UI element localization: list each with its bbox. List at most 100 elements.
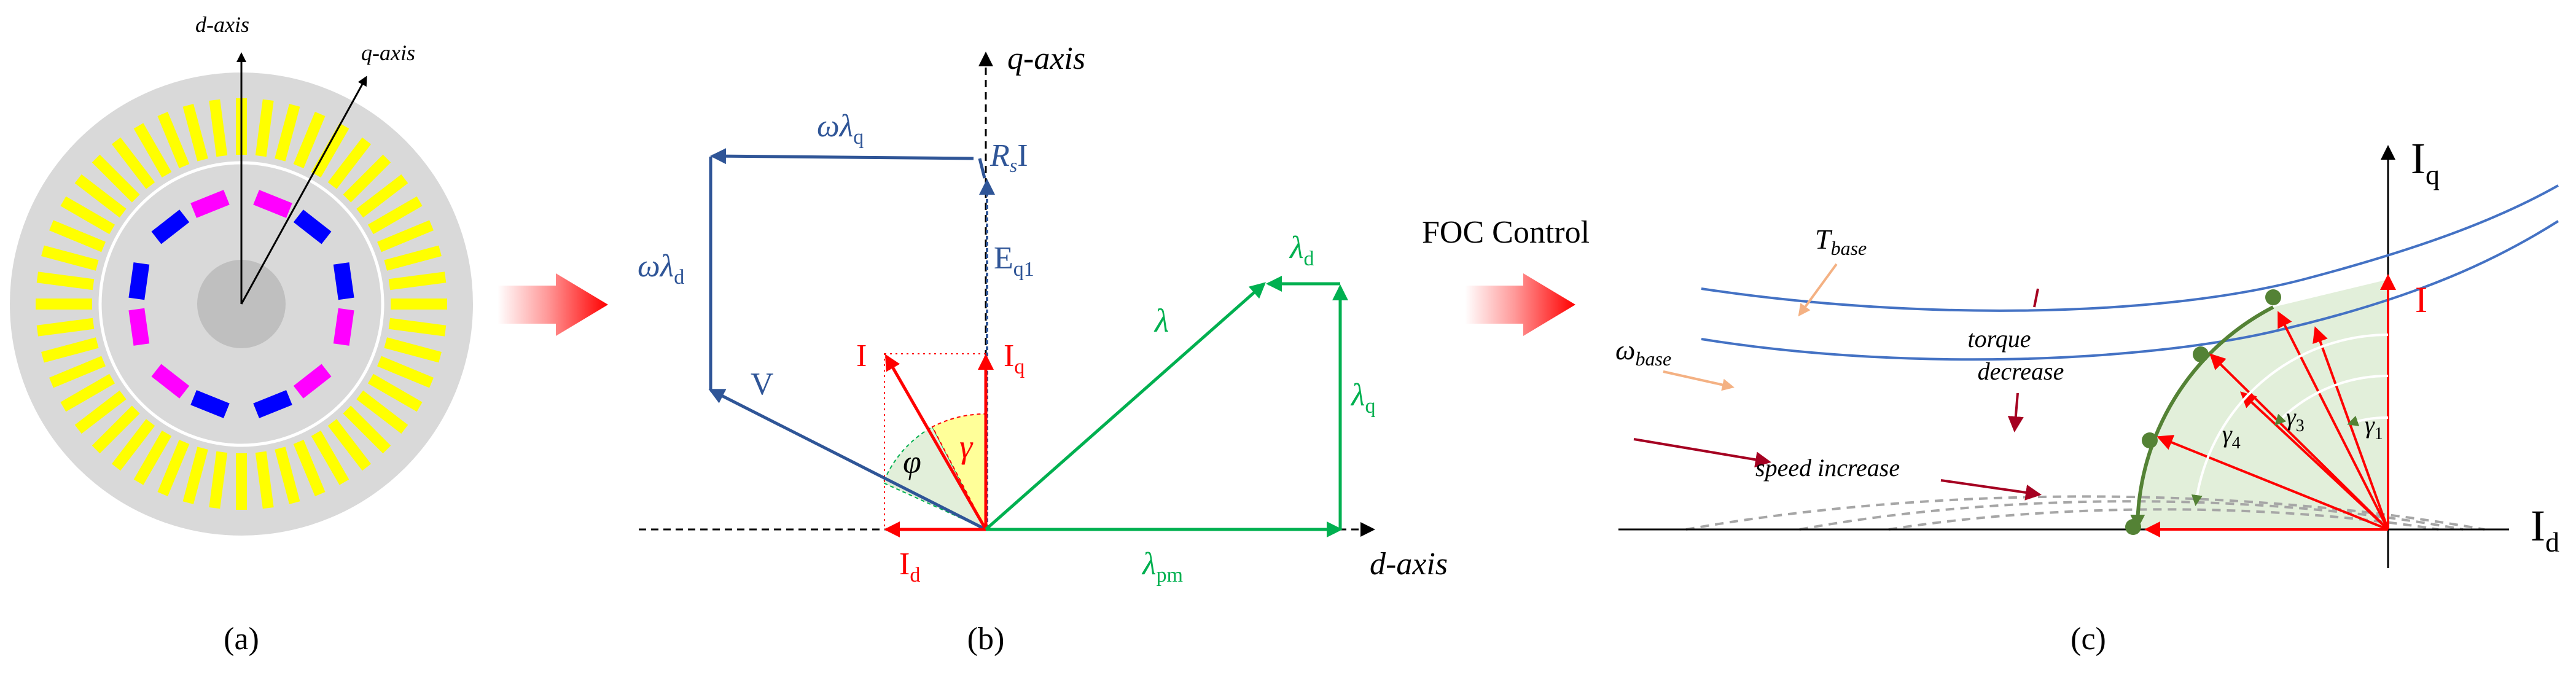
stator-slot	[384, 245, 442, 271]
stator-slot	[377, 220, 434, 252]
lambda-pm-label: λpm	[1141, 547, 1183, 587]
stator-slot	[275, 447, 300, 504]
rotor-magnet	[128, 308, 150, 346]
rotor-magnet	[253, 390, 292, 418]
torque-decrease-line1: torque	[1968, 325, 2031, 353]
gamma-1-label: γ1	[2365, 411, 2383, 443]
speed-increase-pointer-2	[1940, 479, 2042, 501]
stator-slot	[343, 154, 391, 203]
stator-slot	[388, 318, 447, 337]
stator-slot	[111, 137, 155, 189]
I-phasor	[884, 354, 988, 531]
rotor-magnet	[333, 308, 354, 346]
torque-curve-upper	[1701, 184, 2559, 312]
q-axis-label: q-axis	[361, 41, 415, 65]
stator-slot	[111, 419, 155, 471]
operating-point-2	[2193, 346, 2209, 362]
stator-slot	[182, 104, 208, 162]
stator-slot	[133, 123, 172, 178]
Rs-I-phasor	[978, 158, 986, 179]
stator-slot	[157, 112, 190, 168]
lambda-phasor	[985, 282, 1266, 531]
stator-slot	[327, 137, 372, 189]
foc-control-label: FOC Control	[1422, 215, 1590, 250]
stator-slot	[343, 405, 391, 454]
stator-slot	[36, 318, 95, 337]
stator-slot	[293, 112, 326, 168]
stator-slots	[36, 98, 447, 510]
rotor-magnet	[253, 190, 292, 218]
stator-slot	[209, 451, 228, 509]
phi-label: φ	[903, 443, 921, 480]
torque-decrease-tick	[2033, 288, 2039, 308]
panel-a-label: (a)	[224, 622, 259, 657]
Rs-I-label: RsI	[989, 138, 1028, 176]
omega-base-pointer	[1663, 370, 1735, 391]
lambda-label: λ	[1153, 302, 1169, 339]
phasor-diagram: q-axis d-axis φ γ ωλq ωλd RsI Eq1 V I Iq	[638, 41, 1448, 657]
transition-arrow-bc	[1465, 273, 1575, 336]
stator-slot	[367, 196, 423, 235]
I-label: I	[856, 338, 867, 373]
c-I-label: I	[2415, 279, 2427, 320]
stator-slot	[74, 174, 127, 218]
stator-slot	[60, 373, 115, 412]
rotor-magnet	[151, 209, 190, 244]
stator-slot	[391, 298, 447, 310]
stator-slot	[133, 430, 172, 485]
V-phasor	[708, 388, 987, 531]
stator-slot	[209, 99, 228, 157]
omega-lambda-q-label: ωλq	[817, 109, 864, 149]
current-vectors	[2144, 274, 2396, 537]
c-Iq-label: Iq	[2411, 134, 2440, 190]
stator-slot	[92, 405, 140, 454]
panel-b-label: (b)	[967, 622, 1005, 657]
operating-point-3	[2142, 432, 2158, 448]
stator-slot	[41, 245, 99, 271]
speed-increase-label: speed increase	[1755, 454, 1900, 482]
rotor-magnets	[128, 190, 354, 418]
gamma-label: γ	[959, 428, 974, 465]
stator-slot	[388, 271, 447, 291]
gamma-arc-4	[2191, 334, 2389, 506]
stator-slot	[36, 271, 95, 291]
stator-slot	[236, 453, 247, 510]
rotor-magnet	[293, 209, 332, 244]
rotor-magnet	[190, 390, 230, 418]
stator-slot	[293, 440, 326, 496]
q-axis-line	[240, 76, 367, 305]
current-vector-7	[2313, 326, 2389, 530]
Id-label: Id	[899, 547, 920, 587]
voltage-ellipse-2	[1799, 500, 2464, 531]
stator-slot	[49, 220, 106, 252]
Iq-label: Iq	[1004, 338, 1025, 378]
rotor-magnet	[190, 190, 230, 218]
T-base-label: Tbase	[1815, 224, 1867, 259]
stator-slot	[255, 99, 274, 157]
stator-slot	[60, 196, 115, 235]
rotor-magnet	[151, 364, 190, 399]
c-Id-label: Id	[2531, 501, 2559, 558]
stator-slot	[367, 373, 423, 412]
V-label: V	[751, 367, 774, 402]
stator-slot	[384, 337, 442, 363]
current-vector-6	[2240, 391, 2389, 531]
rotor-magnet	[293, 364, 332, 399]
gamma-4-label: γ4	[2222, 420, 2241, 453]
stator-slot	[49, 356, 106, 388]
torque-curve-lower	[1701, 220, 2559, 361]
stator-slot	[311, 430, 349, 485]
Eq1-label: Eq1	[994, 241, 1034, 281]
b-d-axis-label: d-axis	[1370, 547, 1448, 582]
stator-slot	[327, 419, 372, 471]
panel-c-label: (c)	[2071, 622, 2106, 657]
lambda-q-label: λq	[1350, 378, 1376, 418]
stator-slot	[92, 154, 140, 203]
stator-slot	[157, 440, 190, 496]
speed-increase-pointer-1	[1633, 438, 1771, 468]
gamma-arc-3	[2274, 374, 2389, 426]
current-vector-4	[2156, 435, 2389, 531]
gamma-3-label: γ3	[2286, 403, 2305, 435]
b-q-axis-label: q-axis	[1007, 41, 1085, 76]
